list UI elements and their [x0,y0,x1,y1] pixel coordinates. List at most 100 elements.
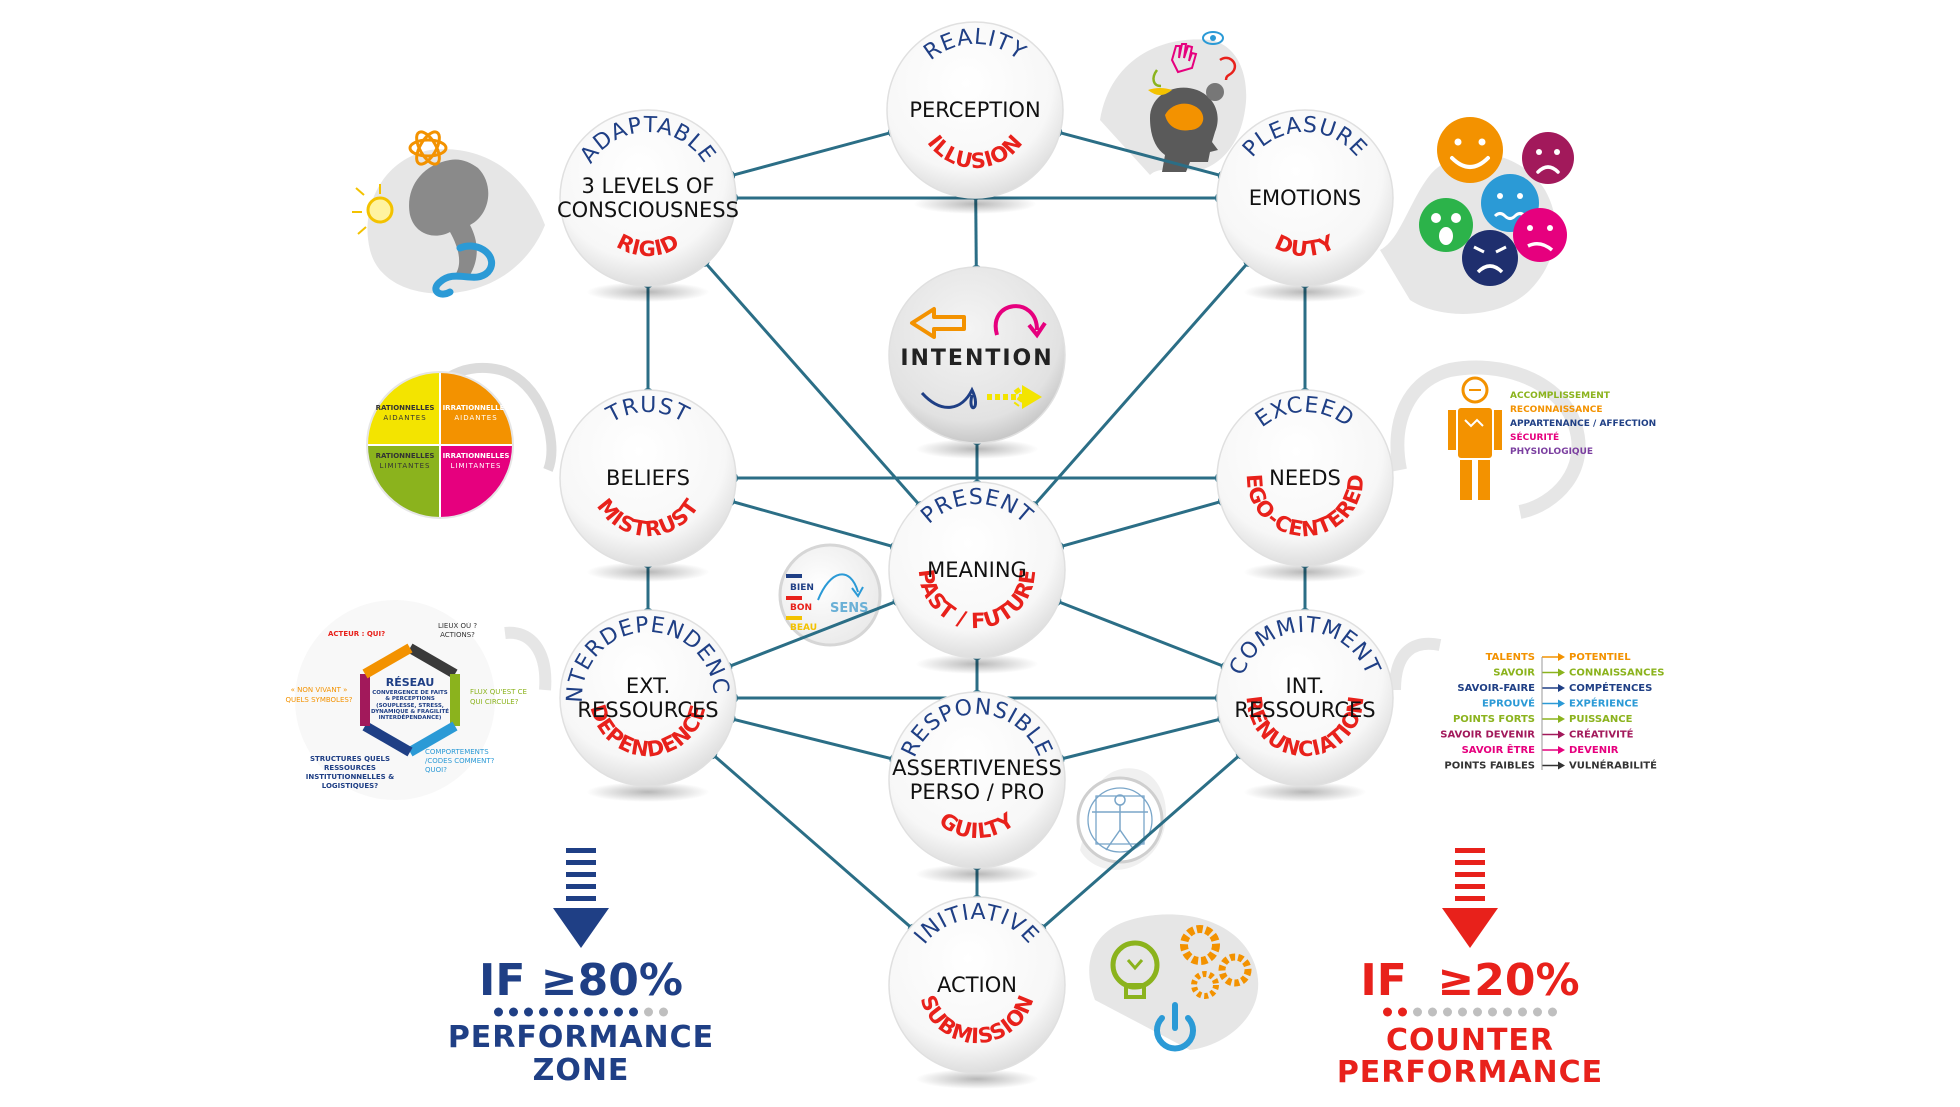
network-illustration: RÉSEAU CONVERGENCE DE FAITS & PERCEPTION… [285,600,552,800]
node-commitment-concept: RESSOURCES [1234,698,1375,722]
progress-dot [524,1007,533,1017]
counter-performance-label-2: PERFORMANCE [1337,1055,1603,1090]
resource-right-item: DEVENIR [1569,745,1619,756]
resource-right-item: PUISSANCE [1569,714,1633,725]
quadrant-label-1b: AIDANTES [383,414,426,422]
progress-dot [1398,1007,1407,1017]
progress-dot [539,1007,548,1017]
network-comportements: COMPORTEMENTS /CODES COMMENT? QUOI? [425,748,495,775]
node-reality-concept: PERCEPTION [909,98,1040,122]
mouth-icon [1148,88,1172,95]
network-title: RÉSEAU [386,676,435,689]
sens-word-bon: BON [790,603,812,613]
node-intention[interactable]: INTENTION [888,266,1066,459]
quadrant-label-3a: RATIONNELLES [376,452,435,460]
node-interdependence-concept: EXT. [626,674,670,698]
resource-right-item: EXPÉRIENCE [1569,697,1639,710]
hand-icon [1170,43,1198,74]
node-commitment-concept: INT. [1286,674,1325,698]
counter-performance-dots [1383,1007,1557,1017]
resource-left-item: SAVOIR-FAIRE [1457,683,1535,694]
network-center: CONVERGENCE DE FAITS & PERCEPTIONS (SOUP… [371,690,449,722]
progress-dot [1548,1007,1557,1017]
light-bulb-icon [352,184,394,235]
network-comportements-wrap: COMPORTEMENTS /CODES COMMENT? QUOI? [425,748,495,775]
initiative-illustration [1089,914,1259,1052]
confused-face-icon [1513,208,1567,262]
node-interdependence-quality: INTERDEPENDENCE [0,0,733,703]
quadrant-label-4b: LIMITANTES [451,462,502,470]
resource-right-item: CRÉATIVITÉ [1569,728,1634,741]
ear-icon [1219,56,1237,81]
sens-illustration: BIEN BON BEAU SENS [778,543,882,647]
resource-right-item: CONNAISSANCES [1569,668,1664,679]
sens-arrow-icon [817,573,859,601]
scared-face-icon [1419,198,1473,252]
progress-dot [1443,1007,1452,1017]
emotions-illustration [1380,117,1574,314]
atom-icon [408,130,448,166]
node-pleasure-concept: EMOTIONS [1249,186,1362,210]
idea-bulb-icon [1110,940,1160,999]
sens-word-bien: BIEN [790,583,814,593]
connector-interdependence-initiative [705,747,920,936]
network-lieux: LIEUX OÙ ? ACTIONS? [437,622,478,640]
resource-right-item: VULNÉRABILITÉ [1569,759,1657,772]
resource-right-item: POTENTIEL [1569,652,1631,663]
progress-dot [644,1007,653,1017]
need-level-3: APPARTENANCE / AFFECTION [1510,419,1656,429]
need-level-1: ACCOMPLISSEMENT [1510,391,1611,401]
network-non-vivant-wrap: « NON VIVANT » QUELS SYMBOLES? [285,686,352,704]
progress-dot [554,1007,563,1017]
node-adaptable-concept: CONSCIOUSNESS [557,198,739,222]
sad-face-icon [1522,132,1574,184]
senses-head-illustration [1100,31,1247,175]
progress-dot [1503,1007,1512,1017]
eye-icon [1202,31,1224,45]
progress-dot [509,1007,518,1017]
vitruvian-illustration [1076,768,1167,870]
happy-face-icon [1437,117,1503,183]
progress-dot [1488,1007,1497,1017]
gears-icon [1180,925,1252,999]
network-center-wrap: CONVERGENCE DE FAITS & PERCEPTIONS (SOUP… [371,690,449,722]
resource-left-item: SAVOIR DEVENIR [1440,730,1535,741]
connector-adaptable-reality [723,125,900,183]
quadrant-label-3b: LIMITANTES [380,462,431,470]
progress-dot [629,1007,638,1017]
network-flux: FLUX QU'EST CE QUI CIRCULE? [470,688,527,706]
progress-dot [659,1007,668,1017]
node-responsible-concept: ASSERTIVENESS [892,756,1062,780]
network-structures: STRUCTURES QUELS RESSOURCES INSTITUTIONN… [305,755,395,791]
quadrant-label-4a: IRRATIONNELLES [443,452,510,460]
sens-word-beau: BEAU [790,623,817,633]
quadrant-label-2a: IRRATIONNELLES [443,404,510,412]
network-flux-wrap: FLUX QU'EST CE QUI CIRCULE? [470,688,527,706]
node-present-concept: MEANING [927,558,1027,582]
node-initiative-concept: ACTION [937,973,1017,997]
progress-dot [1428,1007,1437,1017]
resource-left-item: TALENTS [1486,652,1535,663]
beliefs-quadrant-illustration: RATIONNELLES AIDANTES IRRATIONNELLES AID… [366,363,557,519]
resource-left-item: SAVOIR ÊTRE [1462,743,1536,756]
progress-dot [1518,1007,1527,1017]
power-icon [1154,1002,1196,1052]
connector-present-exceed [1051,494,1231,554]
need-level-5: PHYSIOLOGIQUE [1510,447,1593,457]
progress-dot [1533,1007,1542,1017]
resource-left-item: POINTS FORTS [1453,714,1535,725]
sens-label: SENS [830,601,869,616]
quadrant-label-2b: AIDANTES [454,414,497,422]
